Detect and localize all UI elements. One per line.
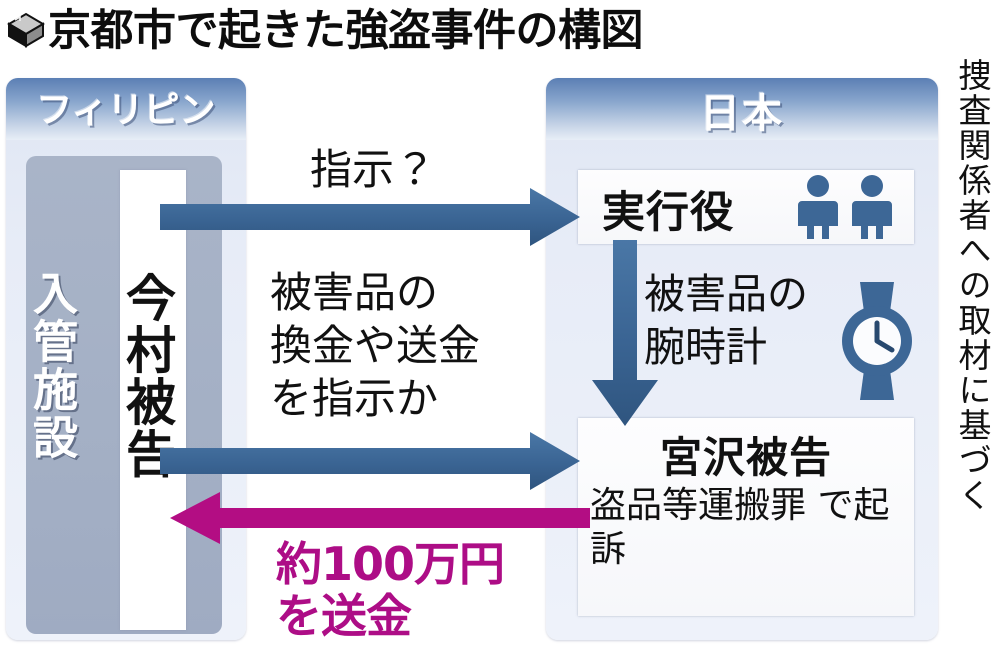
- order-label: 指示？: [310, 145, 437, 194]
- money-transfer-label: 約100万円 を送金: [276, 537, 505, 643]
- header: 京都市で起きた強盗事件の構図: [0, 0, 1000, 62]
- source-note: 捜査関係者への取材に基づく: [953, 58, 992, 513]
- arrow-instruction-to-miyazawa: [160, 432, 580, 490]
- panel-japan-header: 日本: [546, 78, 938, 140]
- miyazawa-defendant-box: 宮沢被告 盗品等運搬罪 で起訴: [578, 418, 914, 616]
- stolen-watch-label: 被害品の 腕時計: [644, 270, 808, 371]
- cube-icon: [6, 12, 46, 48]
- arrow-watch-handover: [592, 240, 658, 426]
- imamura-defendant-label: 今村被告: [118, 272, 176, 480]
- immigration-facility-label: 入管施設: [25, 270, 78, 462]
- miyazawa-defendant-name: 宮沢被告: [659, 433, 832, 482]
- actor-label: 実行役: [602, 188, 734, 238]
- panel-philippines-label: フィリピン: [36, 90, 216, 131]
- two-people-icon: [792, 174, 902, 240]
- arrow-order-to-actor: [160, 188, 580, 246]
- arrow-money-transfer: [170, 492, 590, 544]
- imamura-defendant-box: [120, 170, 186, 630]
- panel-philippines-header: フィリピン: [6, 78, 246, 140]
- panel-japan-label: 日本: [700, 91, 784, 137]
- actor-box: 実行役: [578, 170, 914, 244]
- page-title: 京都市で起きた強盗事件の構図: [48, 6, 644, 56]
- remit-instruction-label: 被害品の 換金や送金 を指示か: [270, 268, 481, 423]
- wristwatch-icon: [826, 282, 926, 400]
- miyazawa-defendant-charge: 盗品等運搬罪 で起訴: [590, 485, 890, 570]
